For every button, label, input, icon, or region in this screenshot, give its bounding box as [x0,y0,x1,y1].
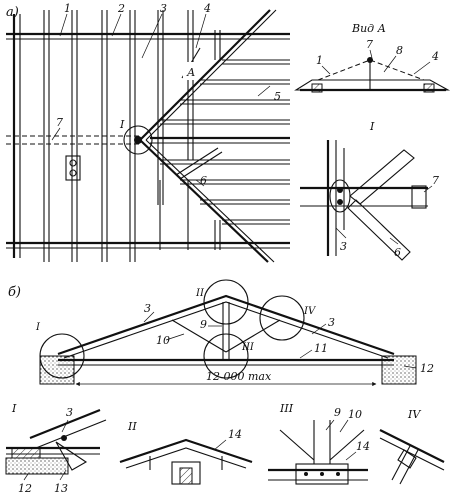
plan-callout-7: 7 [56,116,63,129]
truss-callout-3-left: 3 [144,302,151,315]
view-a [294,49,451,93]
panel-a-letter: а) [6,5,19,20]
truss-elevation [39,279,417,387]
jack-rafters [150,30,290,250]
node-marker-ii: II [195,288,205,299]
detail-b-iv-title: IV [407,408,421,421]
detail-iv-truss [379,429,445,485]
detail-b-iii-callout-9: 9 [334,406,341,419]
plan-callout-4: 4 [203,2,211,15]
detail-b-i-callout-3: 3 [66,406,73,419]
span-dimension: 12 000 max [206,370,272,383]
truss-callout-3-right: 3 [328,316,335,329]
node-circle-plan [123,125,153,155]
detail-b-i-callout-12: 12 [18,482,32,495]
node-marker-i: I [35,322,41,333]
view-a-marker: А [186,66,195,79]
view-callout-4: 4 [431,50,439,63]
view-arrow [181,47,201,80]
detail-i-title: I [369,120,375,133]
node-marker-iv: IV [303,306,317,317]
plan-detail-marker: I [119,118,125,131]
detail-i-plan [300,140,433,261]
view-callout-7: 7 [366,38,373,51]
node-marker-iii: III [241,342,255,353]
detail-iii-truss [268,419,368,485]
plan-callout-1: 1 [64,2,71,15]
detail-b-i-callout-13: 13 [54,482,68,495]
detail-b-i-title: I [11,402,17,415]
vent-box [65,155,81,181]
detail-callout-6: 6 [394,246,401,259]
detail-b-iii-callout-14: 14 [356,440,370,453]
detail-b-iii-callout-10: 10 [348,408,362,421]
plan-callout-2: 2 [117,2,125,15]
truss-callout-10: 10 [156,334,170,347]
plan-callout-3: 3 [160,2,167,15]
view-a-title: Вид А [351,22,386,35]
plan-view [6,9,290,263]
truss-callout-11: 11 [314,342,328,355]
truss-callout-9: 9 [200,318,207,331]
view-callout-1: 1 [316,54,323,67]
plan-callout-5: 5 [274,90,281,103]
detail-i-truss [5,408,107,481]
detail-b-ii-title: II [127,420,137,433]
detail-b-ii-callout-14: 14 [228,428,242,441]
detail-ii-truss [119,438,253,485]
detail-callout-3: 3 [340,240,347,253]
truss-callout-12: 12 [420,362,434,375]
plan-callout-6: 6 [200,174,207,187]
detail-b-iii-title: III [279,402,294,415]
detail-callout-7: 7 [432,174,439,187]
view-callout-8: 8 [396,44,403,57]
rafters-plan [43,10,194,262]
panel-b-letter: б) [8,285,21,300]
